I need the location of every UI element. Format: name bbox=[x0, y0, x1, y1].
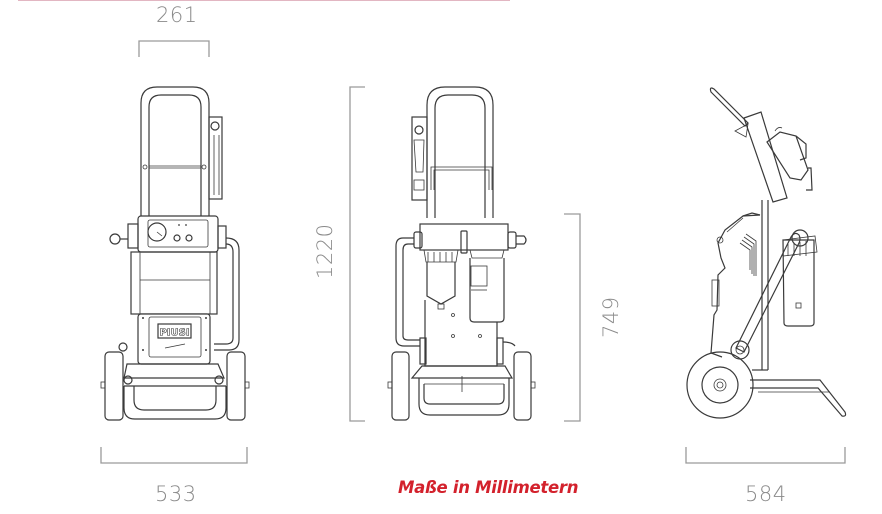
front-view: PIUSI bbox=[100, 86, 250, 421]
dimension-front-top-width: 261 bbox=[156, 3, 198, 27]
units-caption: Maße in Millimetern bbox=[398, 478, 579, 497]
side-view bbox=[686, 87, 847, 419]
rear-view bbox=[387, 86, 536, 421]
top-rule bbox=[18, 0, 510, 1]
brand-logo: PIUSI bbox=[159, 328, 189, 339]
dimension-filter-height: 749 bbox=[599, 296, 623, 338]
dimension-side-depth: 584 bbox=[745, 482, 787, 506]
dimension-lines bbox=[100, 40, 846, 464]
dimension-overall-height: 1220 bbox=[313, 223, 337, 279]
dimension-front-base-width: 533 bbox=[155, 482, 197, 506]
